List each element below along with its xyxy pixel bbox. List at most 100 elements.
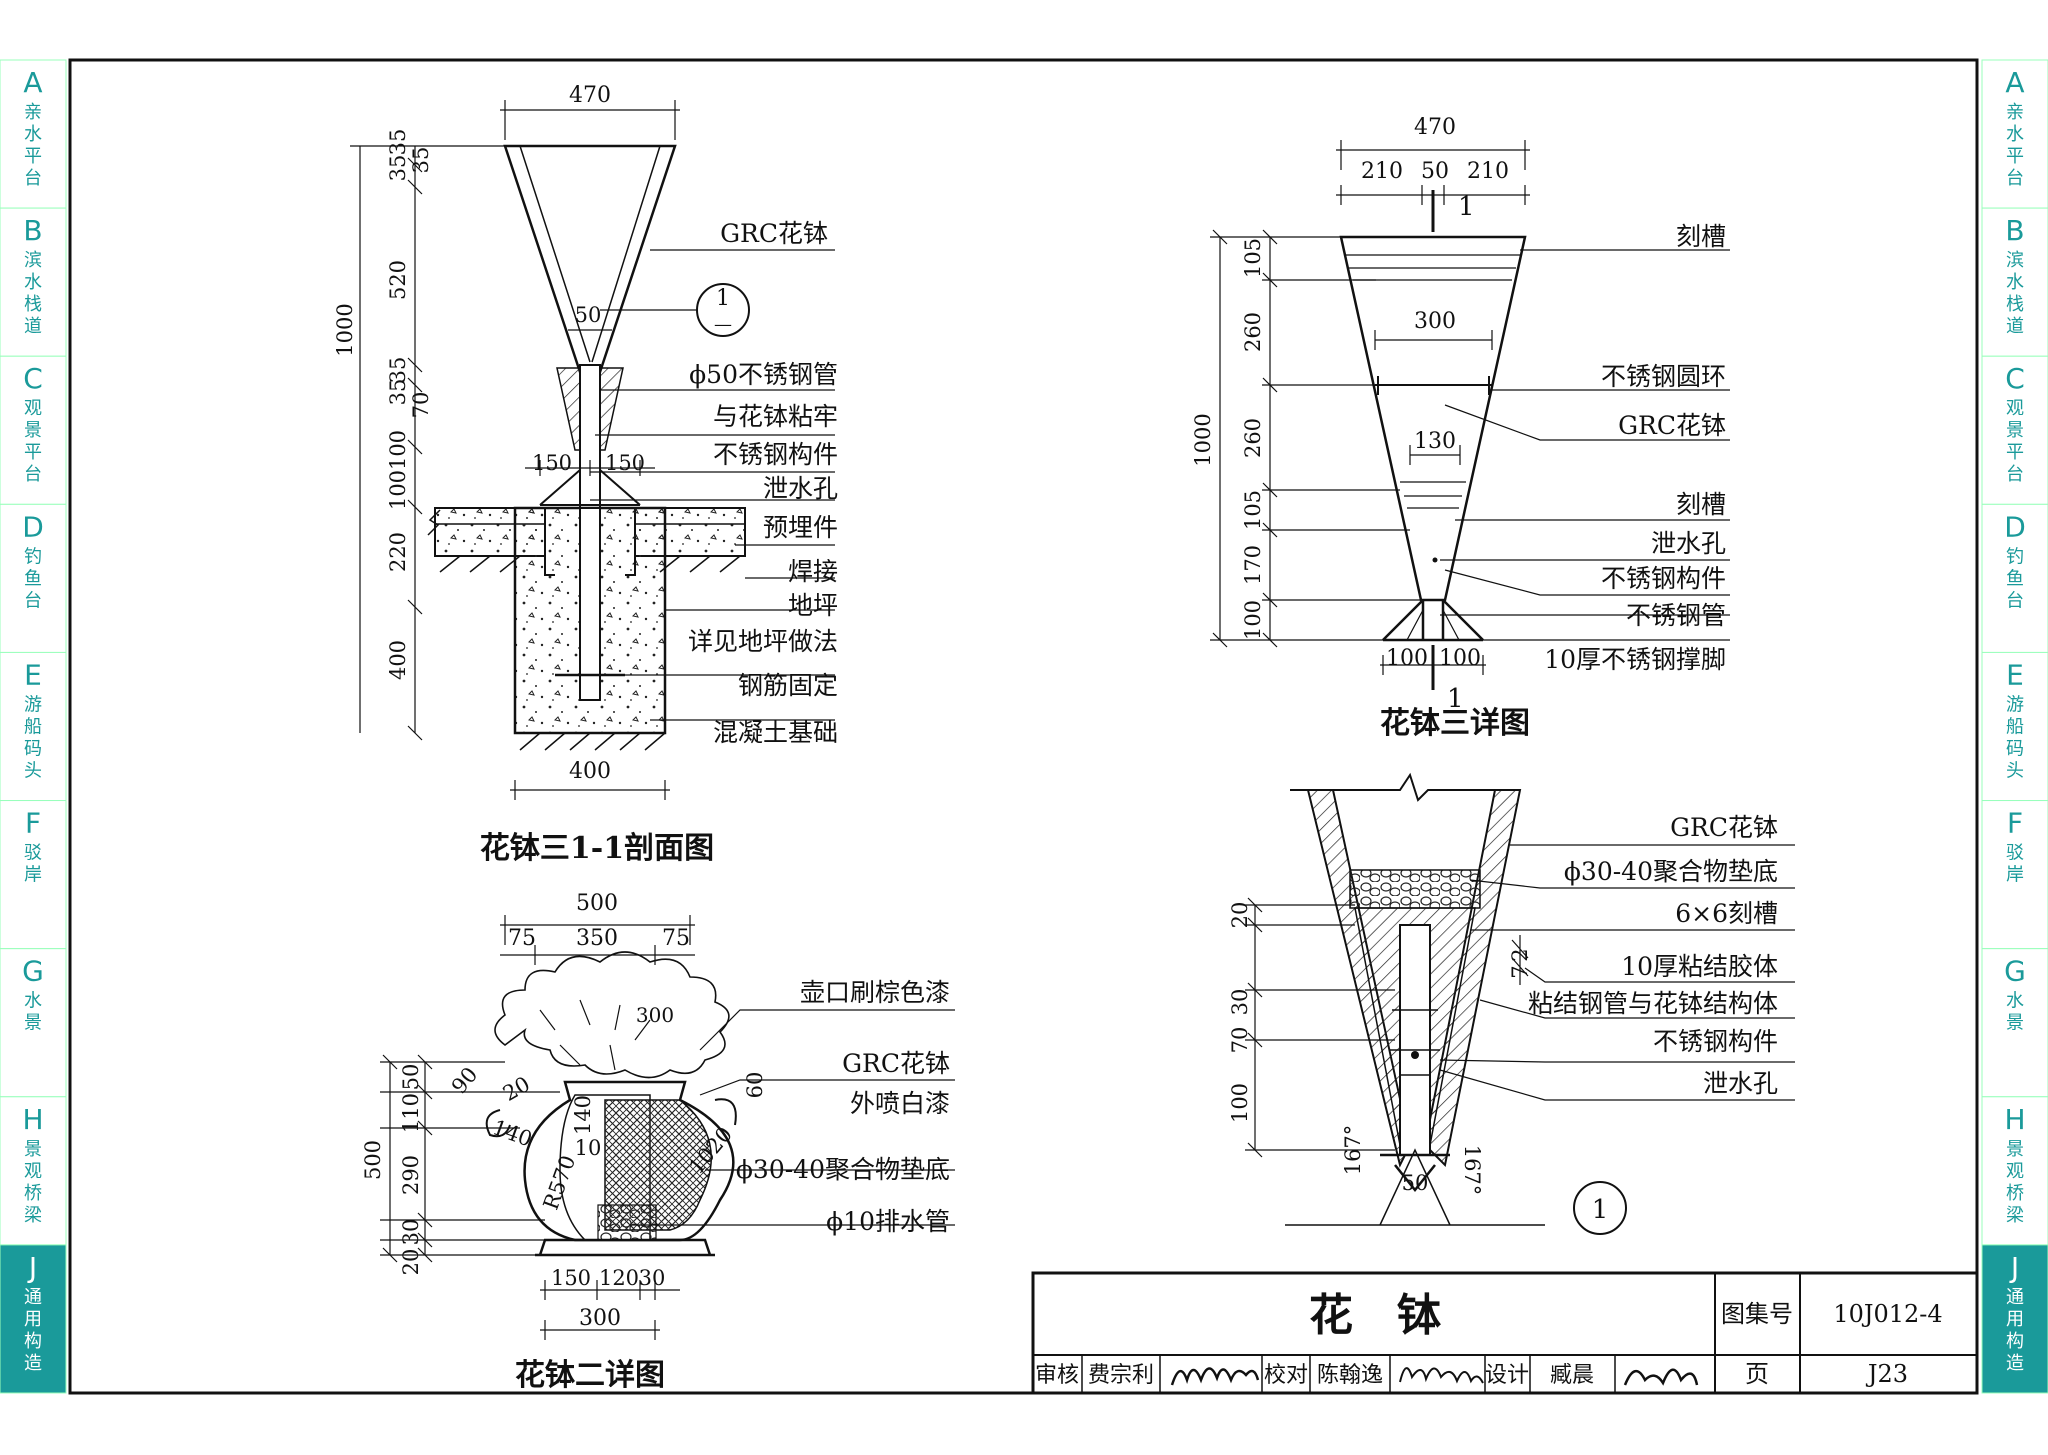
- right-tab-f[interactable]: F驳岸: [1981, 800, 2048, 950]
- d3-dim-105b: 105: [1241, 490, 1265, 530]
- tab-label-char: 水: [2006, 124, 2024, 145]
- left-tab-g[interactable]: G水景: [0, 948, 67, 1098]
- tab-label-char: 鱼: [2006, 568, 2024, 589]
- d3-label-drain-hole: 泄水孔: [1651, 529, 1726, 558]
- d1-label-bond: 粘结钢管与花钵结构体: [1528, 989, 1778, 1018]
- atlas-label: 图集号: [1721, 1300, 1793, 1328]
- tab-background: [1981, 948, 2048, 1098]
- tab-label-char: 鱼: [24, 568, 42, 589]
- tab-label-char: 驳: [2006, 843, 2024, 864]
- dim-35c: 35: [409, 147, 433, 174]
- tab-letter: B: [23, 214, 42, 247]
- label-steel-pipe: ϕ50不锈钢管: [689, 360, 838, 389]
- d1-angle-left: 167°: [1341, 1125, 1365, 1176]
- d3-dim-105a: 105: [1241, 238, 1265, 278]
- d2-dim-90: 90: [447, 1063, 483, 1099]
- tab-label-char: 游: [2006, 694, 2024, 715]
- d2-dim-b300: 300: [579, 1306, 621, 1331]
- d3-dim-100: 100: [1241, 600, 1265, 640]
- tab-letter: C: [23, 362, 43, 395]
- tab-label-char: 台: [2006, 464, 2024, 485]
- tab-label-char: 道: [2006, 316, 2024, 337]
- review-label: 审核: [1035, 1363, 1079, 1388]
- label-weld: 焊接: [788, 557, 838, 586]
- sheet-border: [68, 58, 1979, 1395]
- d2-dim-b30: 30: [639, 1266, 666, 1290]
- d2-label-grc-bowl: GRC花钵: [842, 1049, 950, 1078]
- d2-dim-30: 30: [399, 1219, 423, 1246]
- left-tab-f[interactable]: F驳岸: [0, 800, 67, 950]
- tab-background: [0, 207, 67, 357]
- tab-label-char: 水: [2006, 272, 2024, 293]
- tab-background: [1981, 59, 2048, 209]
- d2-dim-b150: 150: [551, 1266, 591, 1290]
- d2-dim-75b: 75: [662, 926, 690, 951]
- detail1-number: 1: [1592, 1195, 1609, 1225]
- detail-1-view: 20 30 70 100 2 7 50 167° 167° GRC花钵 ϕ30-…: [1228, 772, 1795, 1235]
- d3-dim-210b: 210: [1467, 159, 1509, 184]
- dim-150b: 150: [605, 451, 645, 475]
- tab-label-char: 观: [2006, 1161, 2024, 1182]
- tab-label-char: 桥: [2006, 1183, 2024, 1204]
- cut-mark-top: 1: [1458, 192, 1475, 222]
- dim-400v: 400: [386, 640, 410, 680]
- d2-dim-140a: 140: [571, 1095, 595, 1135]
- d1-label-glue: 10厚粘结胶体: [1621, 952, 1778, 981]
- tab-label-char: 观: [2006, 398, 2024, 419]
- d1-label-drain: 泄水孔: [1703, 1069, 1778, 1098]
- tab-background: [1981, 651, 2048, 802]
- d1-dim-20: 20: [1228, 902, 1252, 929]
- tab-label-char: 用: [2006, 1309, 2024, 1330]
- tab-label-char: 平: [24, 146, 42, 167]
- signature-checker: [1399, 1367, 1484, 1384]
- tab-label-char: 台: [24, 464, 42, 485]
- dim-top-width: 470: [569, 83, 611, 108]
- tab-label-char: 滨: [24, 250, 42, 271]
- tab-label-char: 钓: [24, 546, 42, 567]
- tab-label-char: 岸: [2006, 865, 2024, 886]
- d2-dim-350: 350: [576, 926, 618, 951]
- callout-sub: —: [714, 314, 732, 335]
- signature-reviewer: [1170, 1367, 1260, 1386]
- tab-label-char: 游: [24, 694, 42, 715]
- d2-label-pebbles: ϕ30-40聚合物垫底: [736, 1155, 950, 1184]
- tab-label-char: 梁: [2006, 1205, 2024, 1226]
- tab-label-char: 台: [2006, 590, 2024, 611]
- right-tab-g[interactable]: G水景: [1981, 948, 2048, 1098]
- label-bonded: 与花钵粘牢: [713, 402, 838, 431]
- check-label: 校对: [1264, 1363, 1308, 1388]
- d1-angle-right: 167°: [1460, 1145, 1484, 1196]
- tab-label-char: 船: [24, 716, 42, 737]
- tab-letter: D: [22, 510, 44, 543]
- d3-dim-210a: 210: [1361, 159, 1403, 184]
- tab-label-char: 道: [24, 316, 42, 337]
- tab-label-char: 景: [2006, 1139, 2024, 1160]
- d2-label-white-paint: 外喷白漆: [850, 1089, 950, 1118]
- d3-dim-b100a: 100: [1386, 646, 1428, 671]
- check-name: 陈翰逸: [1317, 1363, 1383, 1388]
- section-1-1-view: 470 1000 35 35 35 520 35 35 70 100 100 2…: [333, 83, 838, 866]
- tab-label-char: 平: [2006, 442, 2024, 463]
- signature-designer: [1623, 1368, 1699, 1386]
- design-name: 臧晨: [1550, 1363, 1594, 1388]
- dim-220: 220: [386, 532, 410, 572]
- page-label: 页: [1745, 1360, 1769, 1388]
- dim-150a: 150: [532, 451, 572, 475]
